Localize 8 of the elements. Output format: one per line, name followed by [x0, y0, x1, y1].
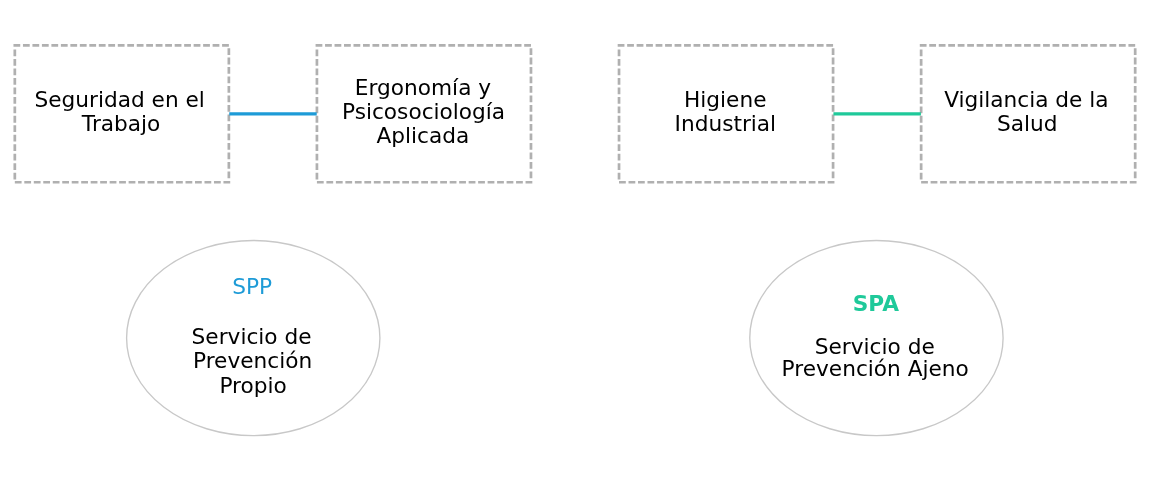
node-ellipse: SPP Servicio de Prevención Propio	[125, 239, 381, 436]
node-box: Higiene Industrial	[617, 43, 835, 184]
connector	[833, 111, 921, 116]
node-ellipse: SPA Servicio de Prevención Ajeno	[749, 239, 1004, 436]
node-box: Ergonomía y Psicosociología Aplicada	[315, 43, 533, 184]
node-box: Vigilancia de la Salud	[919, 43, 1137, 184]
connector	[229, 111, 317, 116]
node-box: Seguridad en el Trabajo	[13, 43, 231, 184]
